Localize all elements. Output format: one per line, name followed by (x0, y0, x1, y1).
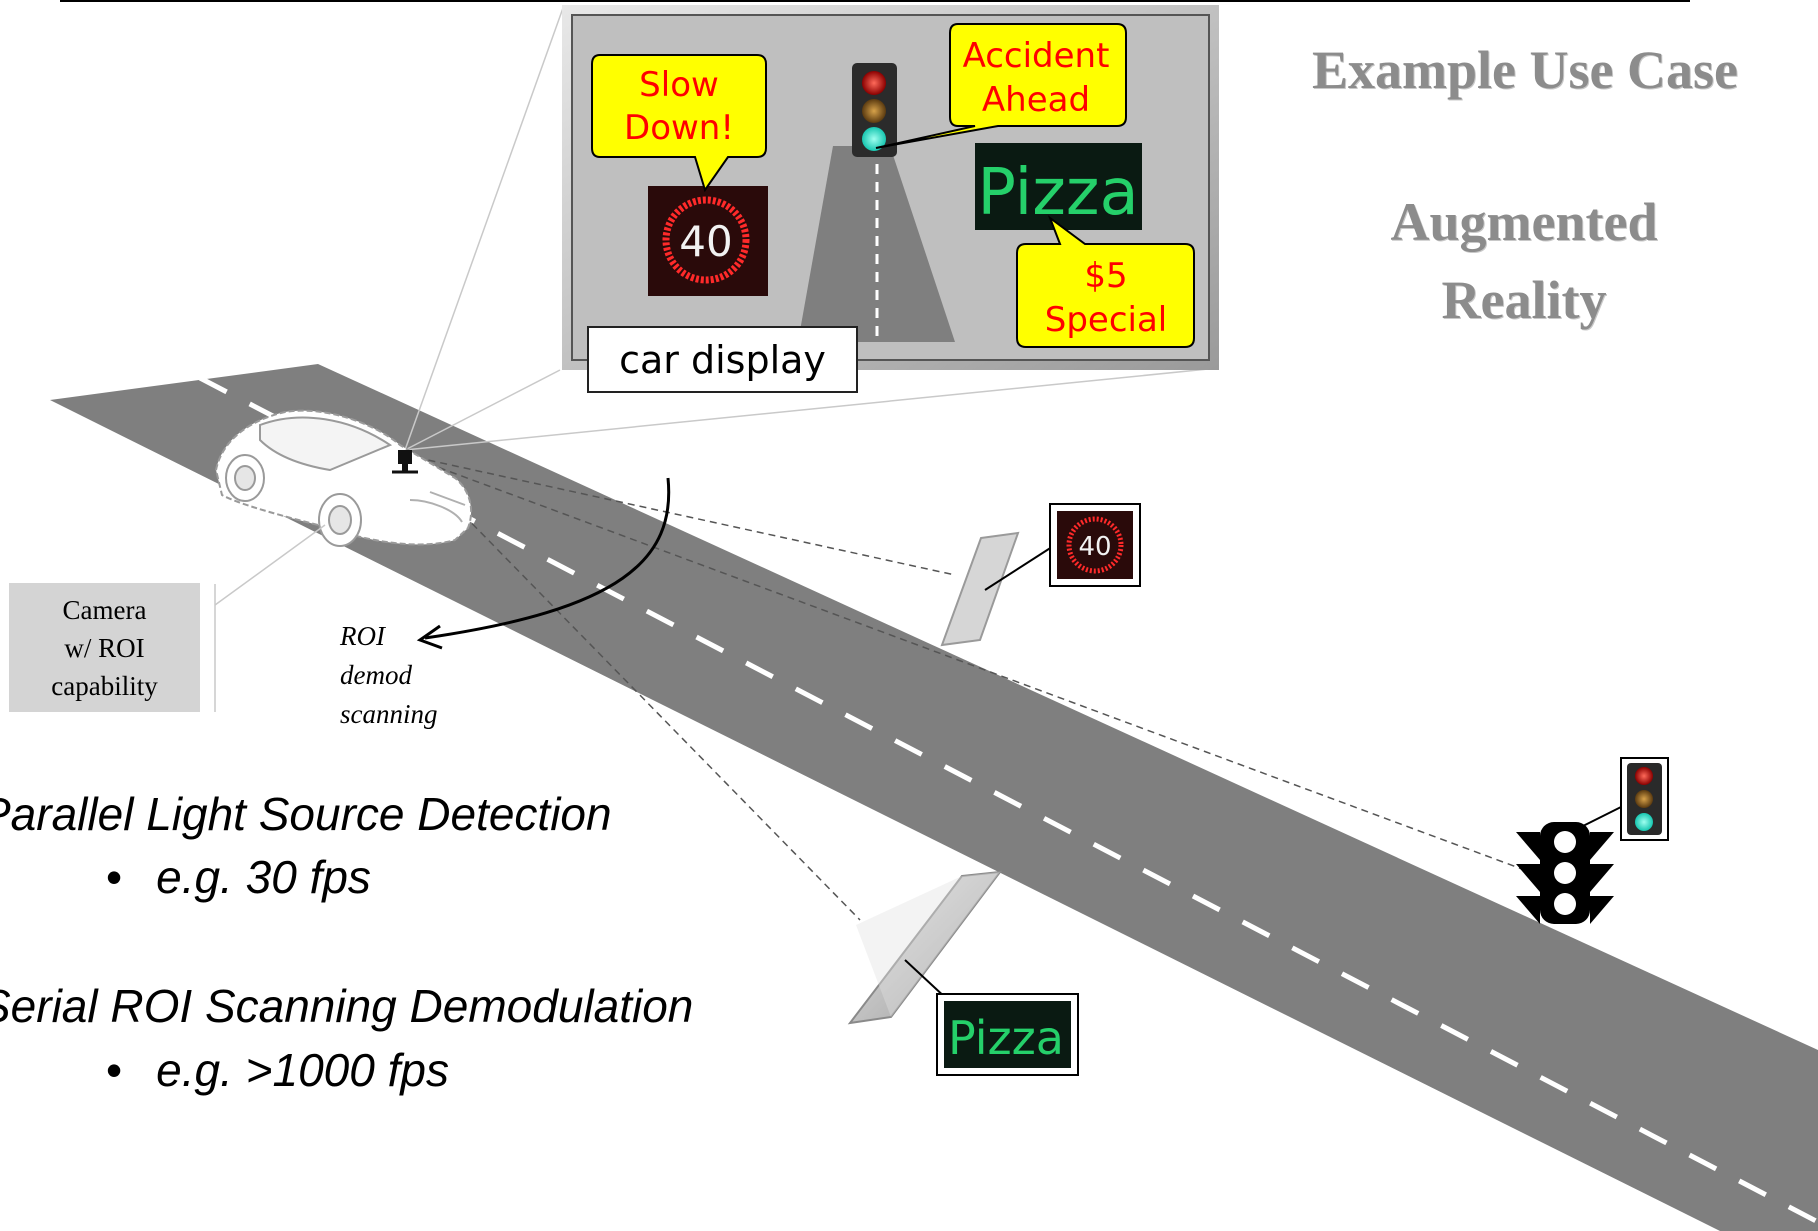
bullet-dot: • (106, 851, 123, 903)
roadside-panel-pizza (847, 870, 1003, 1025)
callout-accident-line2: Ahead (982, 80, 1090, 120)
callout-slow-down (591, 54, 767, 193)
sightline-pizza (404, 454, 861, 921)
subtitle-line2: Reality (1442, 270, 1607, 330)
camera-label-line3: capability (51, 670, 158, 701)
page-title: Example Use Case (1312, 40, 1738, 100)
projection-line-left (404, 7, 564, 451)
callout-accident-line1: Accident (963, 36, 1110, 76)
callout-slow-down-line2: Down! (624, 108, 734, 148)
display-pizza-text: Pizza (977, 156, 1138, 230)
camera-label-box: Camera w/ ROI capability (9, 583, 200, 712)
traffic-light-icon (1516, 822, 1614, 924)
car-icon (214, 409, 473, 547)
callout-special (1016, 215, 1195, 348)
callout-accident-ahead (875, 23, 1127, 149)
sightline-trafficlight (404, 454, 1531, 873)
car-display-label: car display (587, 326, 858, 393)
projection-line-right (404, 367, 1219, 451)
speed-limit-sign-inset: 40 (1049, 503, 1141, 587)
callout-slow-down-line1: Slow (639, 65, 719, 105)
roi-label: ROI demod scanning (340, 617, 438, 734)
bullet-item-2-text: e.g. >1000 fps (156, 1044, 449, 1096)
car-display-panel: 40 Pizza Slow Down! Accident Ahead $5 Sp… (562, 5, 1219, 370)
bullet-dot: • (106, 1044, 123, 1096)
roi-label-line2: demod (340, 660, 412, 690)
curved-arrow-icon (424, 477, 671, 640)
bullet-item-2: • e.g. >1000 fps (106, 1043, 449, 1097)
display-40-text: 40 (679, 217, 732, 266)
bullet-heading-1: Parallel Light Source Detection (0, 788, 612, 840)
traffic-light-inset (1620, 757, 1669, 841)
bullet-item-1-text: e.g. 30 fps (156, 851, 371, 903)
callout-special-line1: $5 (1084, 256, 1127, 296)
camera-label-line2: w/ ROI (64, 632, 145, 663)
road (50, 364, 1818, 1231)
pizza-inset-text: Pizza (948, 1011, 1064, 1065)
subtitle-line1: Augmented (1391, 192, 1658, 252)
callout-special-line2: Special (1045, 300, 1168, 340)
roi-label-line1: ROI (340, 621, 385, 651)
bullet-item-1: • e.g. 30 fps (106, 850, 371, 904)
sign-40-inset-text: 40 (1078, 532, 1111, 562)
roadside-panel-40 (940, 531, 1020, 647)
pizza-sign-inset: Pizza (936, 993, 1079, 1076)
projection-line-mid (404, 369, 561, 451)
sightline-sign40 (404, 454, 956, 576)
camera-label-line1: Camera (62, 594, 147, 625)
roi-label-line3: scanning (340, 699, 438, 729)
camera-connector (214, 524, 326, 606)
camera-icon (392, 450, 418, 474)
bullet-heading-2: Serial ROI Scanning Demodulation (0, 980, 694, 1032)
display-pizza-sign (975, 143, 1142, 230)
